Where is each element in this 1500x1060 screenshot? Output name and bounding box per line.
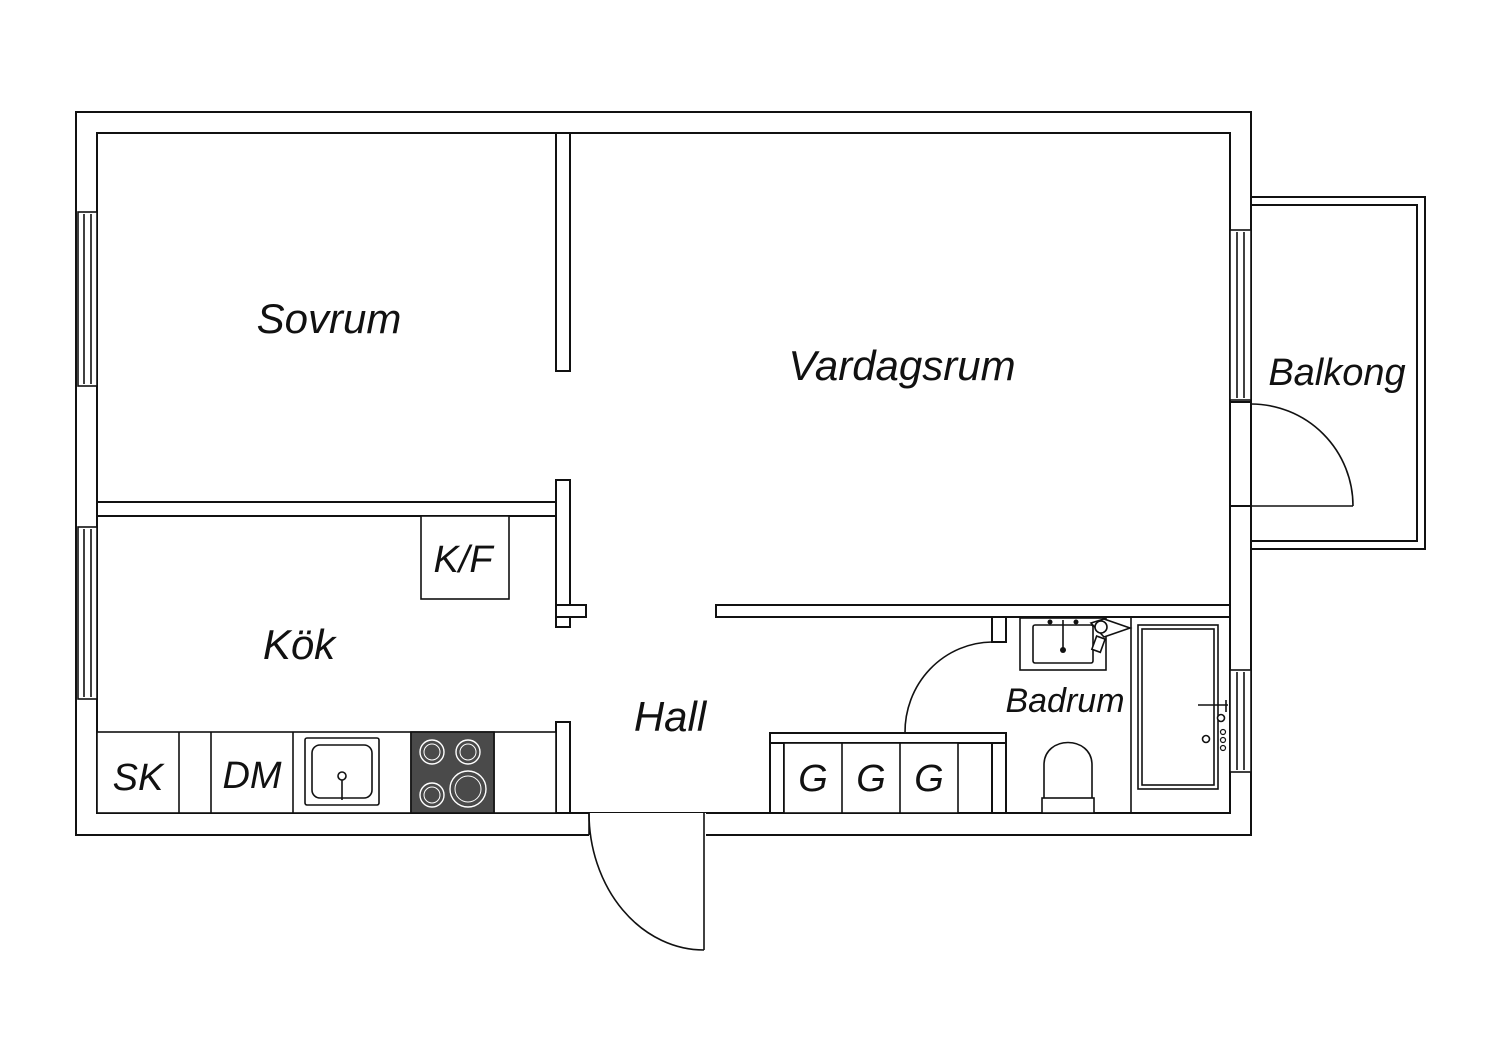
wall-kitchen-hall-stub — [555, 604, 587, 618]
label-wardrobe-2: G — [856, 758, 886, 800]
bathroom-sink-icon — [1019, 617, 1107, 671]
label-wardrobe-1: G — [798, 758, 828, 800]
shower-icon — [1130, 617, 1228, 813]
bathroom-door — [904, 641, 993, 734]
window-bathroom — [1229, 669, 1252, 773]
towel-dryer-icon — [1089, 618, 1133, 654]
window-bedroom — [77, 211, 98, 387]
entrance-door — [588, 812, 706, 951]
window-living-room — [1229, 229, 1252, 401]
wall-bedroom-living — [555, 132, 571, 372]
wall-hall-living — [715, 604, 1231, 618]
room-label-bathroom: Badrum — [1005, 682, 1124, 720]
wall-kitchen-hall-lower — [555, 721, 571, 814]
wall-wardrobe-west — [769, 740, 785, 814]
wardrobe-block — [783, 742, 959, 814]
label-dishwasher: DM — [222, 755, 281, 797]
wall-living-notch — [1229, 401, 1252, 507]
stove-icon — [410, 731, 495, 814]
wall-kitchen-hall — [555, 479, 571, 628]
room-label-kitchen: Kök — [263, 621, 337, 668]
kitchen-sink-icon — [304, 737, 380, 806]
wall-bathroom-west — [991, 616, 1007, 814]
room-label-balcony: Balkong — [1268, 352, 1405, 394]
balcony-door — [1250, 403, 1354, 507]
room-label-living-room: Vardagsrum — [788, 342, 1015, 389]
room-label-hall: Hall — [634, 693, 708, 740]
room-label-bedroom: Sovrum — [257, 295, 402, 342]
toilet-icon — [1041, 741, 1095, 814]
wall-bedroom-kitchen — [96, 501, 571, 517]
wall-wardrobe-top — [769, 732, 1007, 744]
label-fridge-freezer: K/F — [433, 539, 494, 581]
fridge-freezer-cabinet — [420, 515, 510, 600]
window-kitchen — [77, 526, 98, 700]
label-cabinet: SK — [113, 757, 165, 799]
label-wardrobe-3: G — [914, 758, 944, 800]
